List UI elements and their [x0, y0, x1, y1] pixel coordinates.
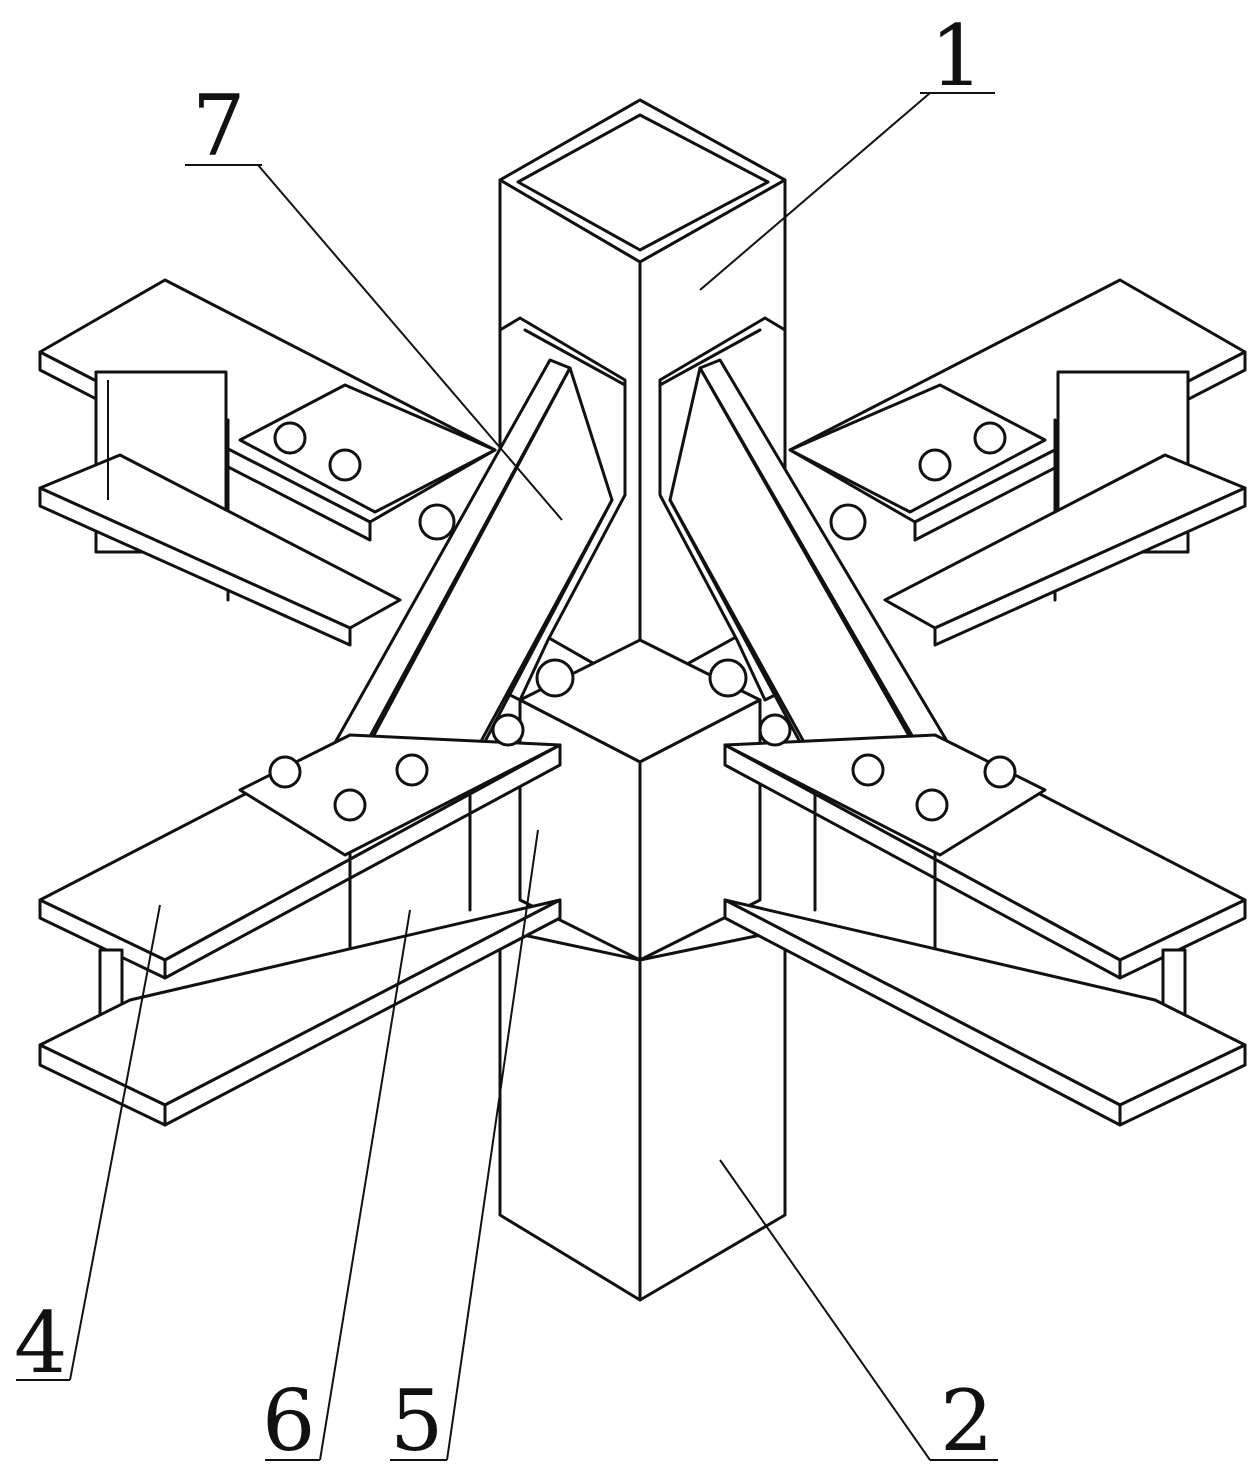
- callout-7: 7: [192, 77, 245, 175]
- upper-right-connection-plate: [788, 383, 1047, 541]
- lower-right-i-beam: [723, 743, 1247, 1127]
- callout-1: 1: [930, 7, 983, 105]
- lower-left-connection-plate: [238, 658, 575, 857]
- lower-right-connection-plate: [708, 658, 1047, 857]
- callout-5: 5: [390, 1372, 443, 1470]
- right-gusset-brace: [658, 316, 987, 812]
- lower-column: [498, 928, 787, 1302]
- lower-left-i-beam: [38, 743, 562, 1127]
- leader-lines: [16, 92, 998, 1461]
- callout-6: 6: [262, 1372, 315, 1470]
- callout-labels: 1 2 4 5 6 7: [14, 7, 993, 1470]
- upper-left-connection-plate: [238, 383, 497, 541]
- callout-2: 2: [940, 1372, 993, 1470]
- callout-4: 4: [14, 1294, 67, 1392]
- left-gusset-brace: [298, 316, 627, 812]
